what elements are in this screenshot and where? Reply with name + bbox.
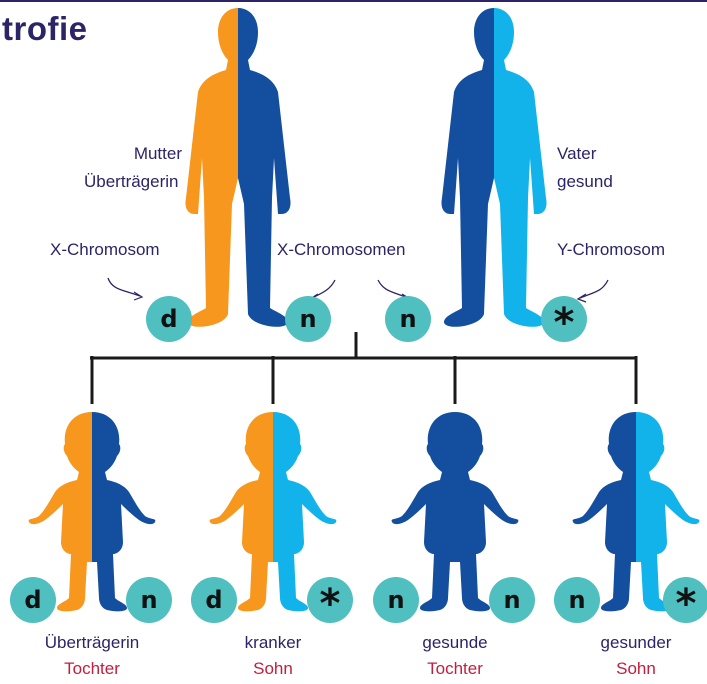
child-1-caption: Überträgerin Tochter [12, 630, 172, 682]
child-1-allele-right: n [126, 577, 172, 623]
father-silhouette [441, 8, 546, 327]
mother-label: Mutter [117, 140, 182, 168]
child-2-caption-line2: Sohn [193, 656, 353, 682]
child-4-caption-line1: gesunder [556, 630, 707, 656]
child-1-allele-left: d [10, 577, 56, 623]
allele-badge-father-x: n [385, 296, 431, 342]
mother-label-line1: Mutter [117, 140, 182, 168]
allele-badge-father-y: * [541, 296, 587, 342]
child-4-caption: gesunder Sohn [556, 630, 707, 682]
child-3-allele-right: n [489, 577, 535, 623]
father-label: Vater [557, 140, 596, 168]
child-1-caption-line2: Tochter [12, 656, 172, 682]
allele-badge-mother-x2: n [285, 296, 331, 342]
mother-status-label: Überträgerin [84, 168, 179, 196]
child-3-caption-line2: Tochter [375, 656, 535, 682]
child-2-caption: kranker Sohn [193, 630, 353, 682]
y-chromosome-label: Y-Chromosom [557, 236, 665, 264]
child-4-caption-line2: Sohn [556, 656, 707, 682]
child-1-caption-line1: Überträgerin [12, 630, 172, 656]
arrows [108, 278, 608, 302]
mother-silhouette [185, 8, 290, 327]
child-3-caption: gesunde Tochter [375, 630, 535, 682]
child-3-caption-line1: gesunde [375, 630, 535, 656]
father-status-label: gesund [557, 168, 613, 196]
x-chromosomes-label: X-Chromosomen [277, 236, 406, 264]
child-2-allele-right: * [307, 577, 353, 623]
child-2-caption-line1: kranker [193, 630, 353, 656]
child-3-allele-left: n [373, 577, 419, 623]
child-4-allele-right: * [663, 577, 707, 623]
mother-x-chromosome-label: X-Chromosom [50, 236, 160, 264]
child-4-allele-left: n [554, 577, 600, 623]
allele-badge-mother-x: d [146, 296, 192, 342]
child-2-allele-left: d [191, 577, 237, 623]
